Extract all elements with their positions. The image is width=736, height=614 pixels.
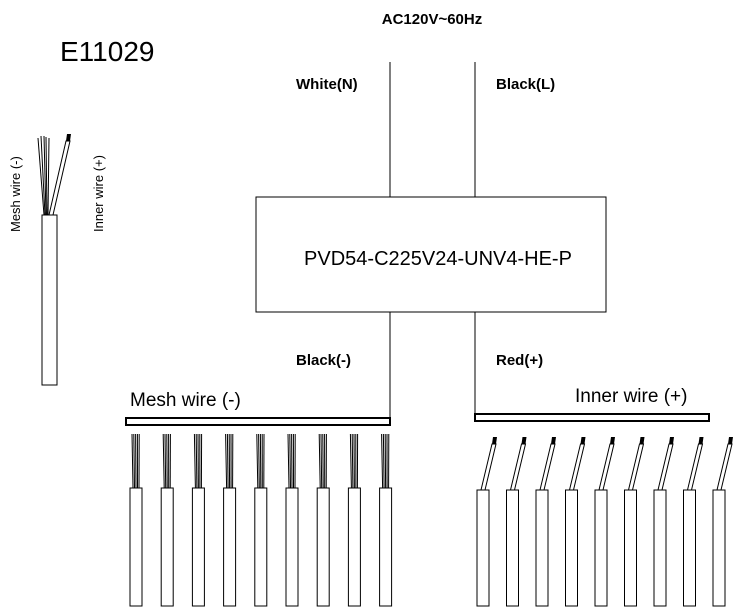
legend-inner-label: Inner wire (+) xyxy=(91,155,106,232)
mesh-cable xyxy=(129,433,143,607)
inner-cable xyxy=(683,437,704,607)
inner-cable xyxy=(712,437,733,607)
driver-box xyxy=(255,196,607,313)
legend-mesh-label: Mesh wire (-) xyxy=(8,156,23,232)
mesh-cable xyxy=(379,433,393,607)
driver-model: PVD54-C225V24-UNV4-HE-P xyxy=(304,248,572,270)
inner-cable xyxy=(476,437,497,607)
inner-bus-bar xyxy=(474,413,710,422)
mesh-cable xyxy=(160,433,174,607)
inner-bus-label: Inner wire (+) xyxy=(575,386,687,407)
legend-cable xyxy=(37,134,71,386)
mesh-cable xyxy=(191,433,205,607)
mesh-cable-group xyxy=(129,433,393,607)
mesh-cable xyxy=(223,433,237,607)
mesh-bus-label: Mesh wire (-) xyxy=(130,390,241,411)
inner-cable xyxy=(594,437,615,607)
neutral-wire-label: White(N) xyxy=(296,76,358,93)
inner-cable-group xyxy=(476,437,733,607)
mesh-cable xyxy=(285,433,299,607)
inner-cable xyxy=(624,437,645,607)
inner-cable xyxy=(535,437,556,607)
inner-cable xyxy=(565,437,586,607)
inner-cable xyxy=(506,437,527,607)
mesh-bus-bar xyxy=(125,417,391,426)
inner-cable xyxy=(653,437,674,607)
line-wire-label: Black(L) xyxy=(496,76,555,93)
positive-output-label: Red(+) xyxy=(496,352,543,369)
mesh-cable xyxy=(347,433,361,607)
mesh-cable xyxy=(316,433,330,607)
part-number: E11029 xyxy=(60,36,154,67)
supply-label: AC120V~60Hz xyxy=(382,11,482,28)
mesh-cable xyxy=(254,433,268,607)
negative-output-label: Black(-) xyxy=(296,352,351,369)
